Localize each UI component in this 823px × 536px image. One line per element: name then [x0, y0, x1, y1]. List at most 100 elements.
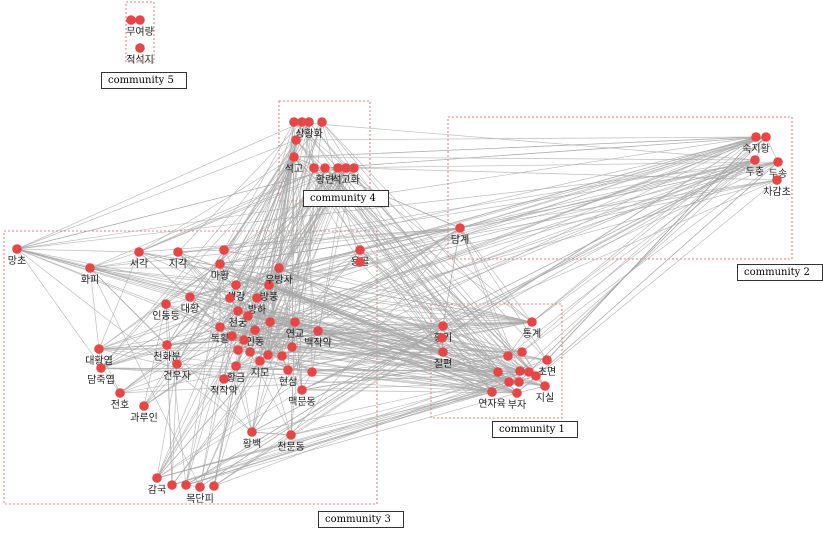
graph-edge: [143, 339, 245, 407]
graph-edge: [16, 121, 303, 250]
graph-edge: [359, 261, 444, 353]
graph-edge: [156, 321, 296, 479]
node-label: 초면: [538, 366, 556, 378]
node-우방자: [274, 263, 284, 273]
graph-edge: [156, 326, 221, 479]
node-독활: [215, 322, 225, 332]
graph-node: [289, 117, 299, 127]
node-감국: [152, 473, 162, 483]
node-과루인: [139, 401, 149, 411]
graph-edge: [317, 330, 518, 394]
graph-edge: [177, 121, 303, 253]
node-label: 독활: [211, 332, 229, 345]
graph-edge: [269, 136, 767, 323]
graph-edge: [251, 159, 756, 433]
graph-edge: [156, 363, 178, 479]
node-label: 목단피: [186, 493, 214, 505]
node-적작약: [219, 374, 229, 384]
node-맥문동: [297, 385, 307, 395]
graph-node: [317, 117, 327, 127]
node-대황엽: [94, 344, 104, 354]
node-label: 적작약: [210, 385, 238, 397]
graph-edge: [185, 159, 756, 486]
graph-edge: [185, 375, 537, 486]
graph-edge: [89, 251, 140, 269]
graph-node: [514, 377, 524, 387]
node-label: 방풍: [260, 291, 278, 303]
graph-edge: [213, 325, 444, 487]
graph-edge: [442, 227, 461, 327]
node-두충: [750, 155, 760, 165]
graph-edge: [229, 161, 779, 299]
graph-edge: [177, 251, 269, 356]
graph-node: [524, 367, 534, 377]
node-차감초: [772, 175, 782, 185]
node-label: 황백: [243, 438, 261, 450]
graph-edge: [237, 349, 253, 433]
graph-edge: [519, 159, 756, 372]
graph-edges: [16, 121, 779, 488]
graph-edge: [249, 351, 292, 436]
node-용골: [355, 245, 365, 255]
graph-edge: [138, 251, 533, 323]
graph-edge: [278, 267, 533, 323]
graph-edge: [441, 337, 548, 361]
node-label: 대황엽: [85, 355, 113, 367]
graph-edge: [293, 136, 757, 158]
node-label: 숙지황: [742, 143, 770, 155]
graph-edge: [268, 284, 533, 323]
node-label: 감국: [148, 484, 166, 496]
node-label: 망초: [8, 255, 26, 267]
graph-edge: [229, 167, 347, 299]
graph-edge: [313, 167, 361, 251]
node-label: 연자육: [478, 398, 506, 410]
graph-edge: [359, 159, 756, 251]
graph-node: [209, 481, 219, 491]
graph-edge: [89, 267, 518, 394]
community-3-label: community 3: [318, 511, 404, 528]
node-생강: [231, 280, 241, 290]
graph-edge: [16, 248, 245, 341]
node-연자육: [487, 387, 497, 397]
graph-edge: [243, 161, 779, 341]
graph-edge: [16, 139, 297, 250]
node-label: 천문동: [277, 441, 305, 453]
graph-edge: [171, 381, 510, 486]
graph-edge: [185, 326, 221, 486]
graph-edge: [98, 263, 221, 350]
node-label: 현삼: [279, 376, 297, 388]
node-천화분: [162, 340, 172, 350]
graph-edge: [189, 296, 313, 373]
graph-node: [309, 163, 319, 173]
graph-edge: [189, 136, 757, 298]
graph-edge: [516, 385, 546, 394]
graph-edge: [291, 346, 523, 353]
graph-edge: [546, 136, 757, 361]
graph-node: [265, 317, 275, 327]
graph-node: [297, 117, 307, 127]
community-3-box: [3, 230, 378, 505]
graph-edge: [256, 297, 533, 323]
node-서각: [134, 247, 144, 257]
graph-edge: [268, 284, 444, 327]
graph-node: [493, 367, 503, 377]
graph-node: [291, 135, 301, 145]
graph-edge: [287, 369, 521, 372]
graph-edge: [165, 303, 187, 486]
node-질편: [438, 347, 448, 357]
node-label: 천궁: [229, 317, 247, 329]
node-지모: [255, 356, 265, 366]
node-label: 두충: [746, 166, 764, 178]
graph-edge: [213, 136, 757, 487]
community-5-label: community 5: [101, 72, 187, 89]
graph-node: [167, 480, 177, 490]
graph-node: [531, 371, 541, 381]
node-방풍: [264, 280, 274, 290]
graph-edge: [308, 121, 521, 372]
graph-edge: [521, 351, 546, 387]
graph-edge: [259, 227, 461, 362]
graph-node: [349, 163, 359, 173]
graph-edge: [89, 267, 168, 346]
graph-edge: [324, 136, 767, 169]
